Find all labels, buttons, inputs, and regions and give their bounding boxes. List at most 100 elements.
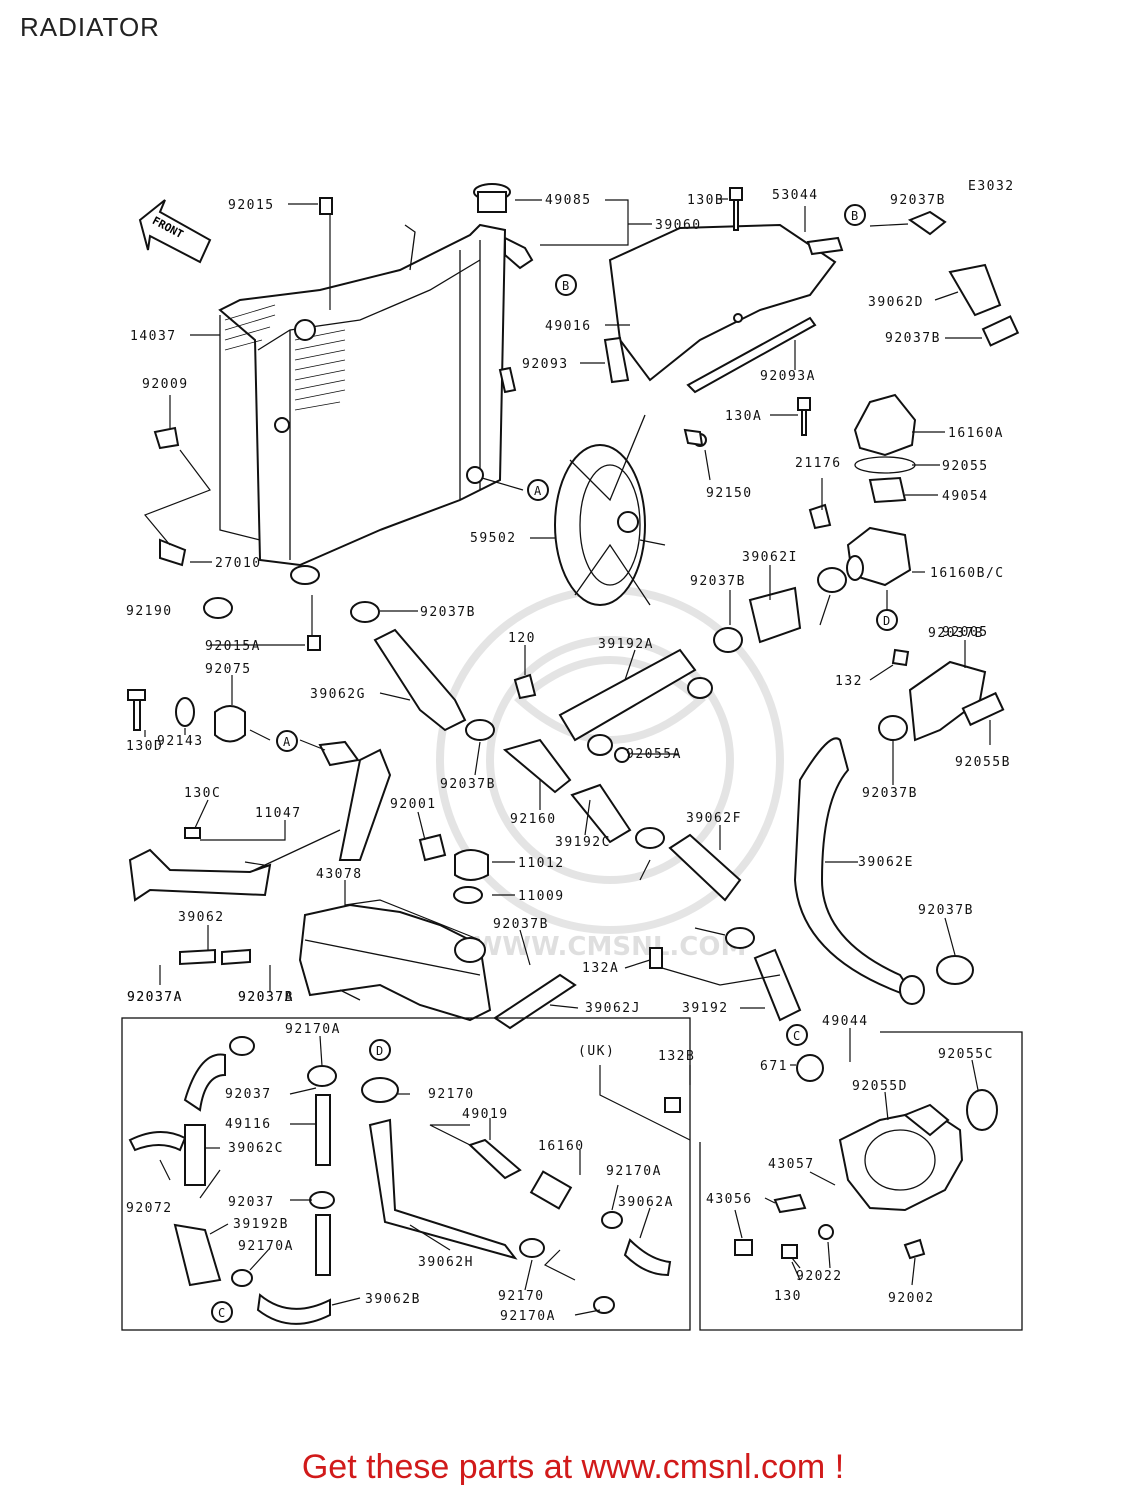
clamp-92037 <box>307 1065 337 1087</box>
part-label: 92170A <box>606 1164 662 1179</box>
part-label: 132 <box>835 674 863 689</box>
radiator-rod <box>404 224 416 271</box>
part-label: 92037 <box>228 1195 275 1210</box>
part-label: 92075 <box>205 662 252 677</box>
bolt-130D <box>127 689 146 731</box>
clamp-92037B-7 <box>936 955 974 985</box>
bolt-92009 <box>153 426 180 450</box>
part-label: 130 <box>774 1289 802 1304</box>
plate-43057 <box>773 1193 807 1214</box>
part-label: 92170A <box>500 1309 556 1324</box>
part-label: 92037B <box>862 786 918 801</box>
part-label: 39062D <box>868 295 924 310</box>
part-label: 43057 <box>768 1157 815 1172</box>
cap-11012 <box>454 849 489 881</box>
part-label: 39062B <box>365 1292 421 1307</box>
part-label: 130A <box>725 409 762 424</box>
part-label: 39062I <box>742 550 798 565</box>
radiator-core <box>218 223 534 585</box>
part-label: 39062J <box>585 1001 641 1016</box>
clip-92015 <box>319 197 333 215</box>
hose-39062E-end <box>899 975 925 1005</box>
cap-92190 <box>203 597 233 619</box>
pipe-39192A-end <box>687 677 713 699</box>
part-label: 671 <box>760 1059 788 1074</box>
part-label: 132B <box>658 1049 695 1064</box>
part-label: 21176 <box>795 456 842 471</box>
clamp-92037B-3 <box>713 627 743 653</box>
clamp-92037B-2 <box>465 719 495 741</box>
part-label: 92022 <box>796 1269 843 1284</box>
bolt-130 <box>781 1244 798 1259</box>
marker-d-1: D <box>876 609 898 631</box>
clamp-92170A <box>229 1036 255 1056</box>
part-label: 11012 <box>518 856 565 871</box>
part-label: 92037B <box>890 193 946 208</box>
part-label: 92037B <box>928 626 984 641</box>
hose-39062B <box>256 1293 331 1325</box>
part-label: 92055 <box>942 459 989 474</box>
bracket-11047 <box>128 740 392 902</box>
bolt-132A <box>649 947 663 969</box>
marker-b-2: B <box>844 204 866 226</box>
bolt-92001 <box>418 833 447 862</box>
clamp-92037-2 <box>309 1191 335 1209</box>
page-title: RADIATOR <box>20 12 160 42</box>
hose-upper-left <box>183 1053 226 1112</box>
footer-link[interactable]: Get these parts at www.cmsnl.com ! <box>301 1448 845 1486</box>
part-label: 130C <box>184 786 221 801</box>
part-label: 92015A <box>205 639 261 654</box>
part-label: 39192 <box>682 1001 729 1016</box>
part-label: 49019 <box>462 1107 509 1122</box>
part-label: 92037B <box>493 917 549 932</box>
diagram-code: E3032 <box>968 179 1015 194</box>
part-label: 92143 <box>157 734 204 749</box>
part-label: 92170 <box>498 1289 545 1304</box>
part-label: 43056 <box>706 1192 753 1207</box>
part-label: 39060 <box>655 218 702 233</box>
grommet-92075 <box>214 705 246 743</box>
part-label: 92001 <box>390 797 437 812</box>
part-label: 16160 <box>538 1139 585 1154</box>
part-label: 92005 <box>942 625 989 640</box>
front-arrow-icon: FRONT <box>138 199 212 264</box>
part-label: 92037A <box>127 990 183 1005</box>
bolt-130C <box>184 827 201 839</box>
marker-d-2: D <box>369 1039 391 1061</box>
marker-a-2: A <box>276 730 298 752</box>
part-label: 49054 <box>942 489 989 504</box>
part-label: 92037B <box>440 777 496 792</box>
part-label: 27010 <box>215 556 262 571</box>
clamp-92170A-4 <box>593 1296 615 1314</box>
svg-text:B: B <box>851 209 858 223</box>
part-label: 39062C <box>228 1141 284 1156</box>
pipe-39192B <box>173 1223 222 1287</box>
oring-671 <box>796 1054 824 1082</box>
marker-c-1: C <box>786 1024 808 1046</box>
part-label: (UK) <box>578 1044 615 1059</box>
part-label: 39192C <box>555 835 611 850</box>
water-pump-box <box>699 1031 1023 1331</box>
part-label: 92170A <box>285 1022 341 1037</box>
svg-text:D: D <box>376 1044 383 1058</box>
uk-parts-box <box>121 1017 691 1331</box>
svg-text:D: D <box>883 614 890 628</box>
part-label: 49085 <box>545 193 592 208</box>
part-label: 11009 <box>518 889 565 904</box>
filter-49116 <box>315 1094 331 1166</box>
part-label: 92093A <box>760 369 816 384</box>
bolt-92002 <box>903 1238 926 1260</box>
part-label: 92002 <box>888 1291 935 1306</box>
collar-92143 <box>175 697 195 727</box>
bolt-130A <box>797 397 811 436</box>
hose-39062A <box>623 1238 672 1277</box>
gasket-92055B <box>961 691 1005 727</box>
part-label: 92037B <box>918 903 974 918</box>
part-label: 16160B/C <box>930 566 1005 581</box>
part-label: 39062H <box>418 1255 474 1270</box>
part-label: 92037B <box>238 990 294 1005</box>
clamp-92170A-2 <box>231 1269 253 1287</box>
oring-92055C <box>966 1089 998 1131</box>
part-label: 39062E <box>858 855 914 870</box>
oring-92055A <box>614 747 630 763</box>
